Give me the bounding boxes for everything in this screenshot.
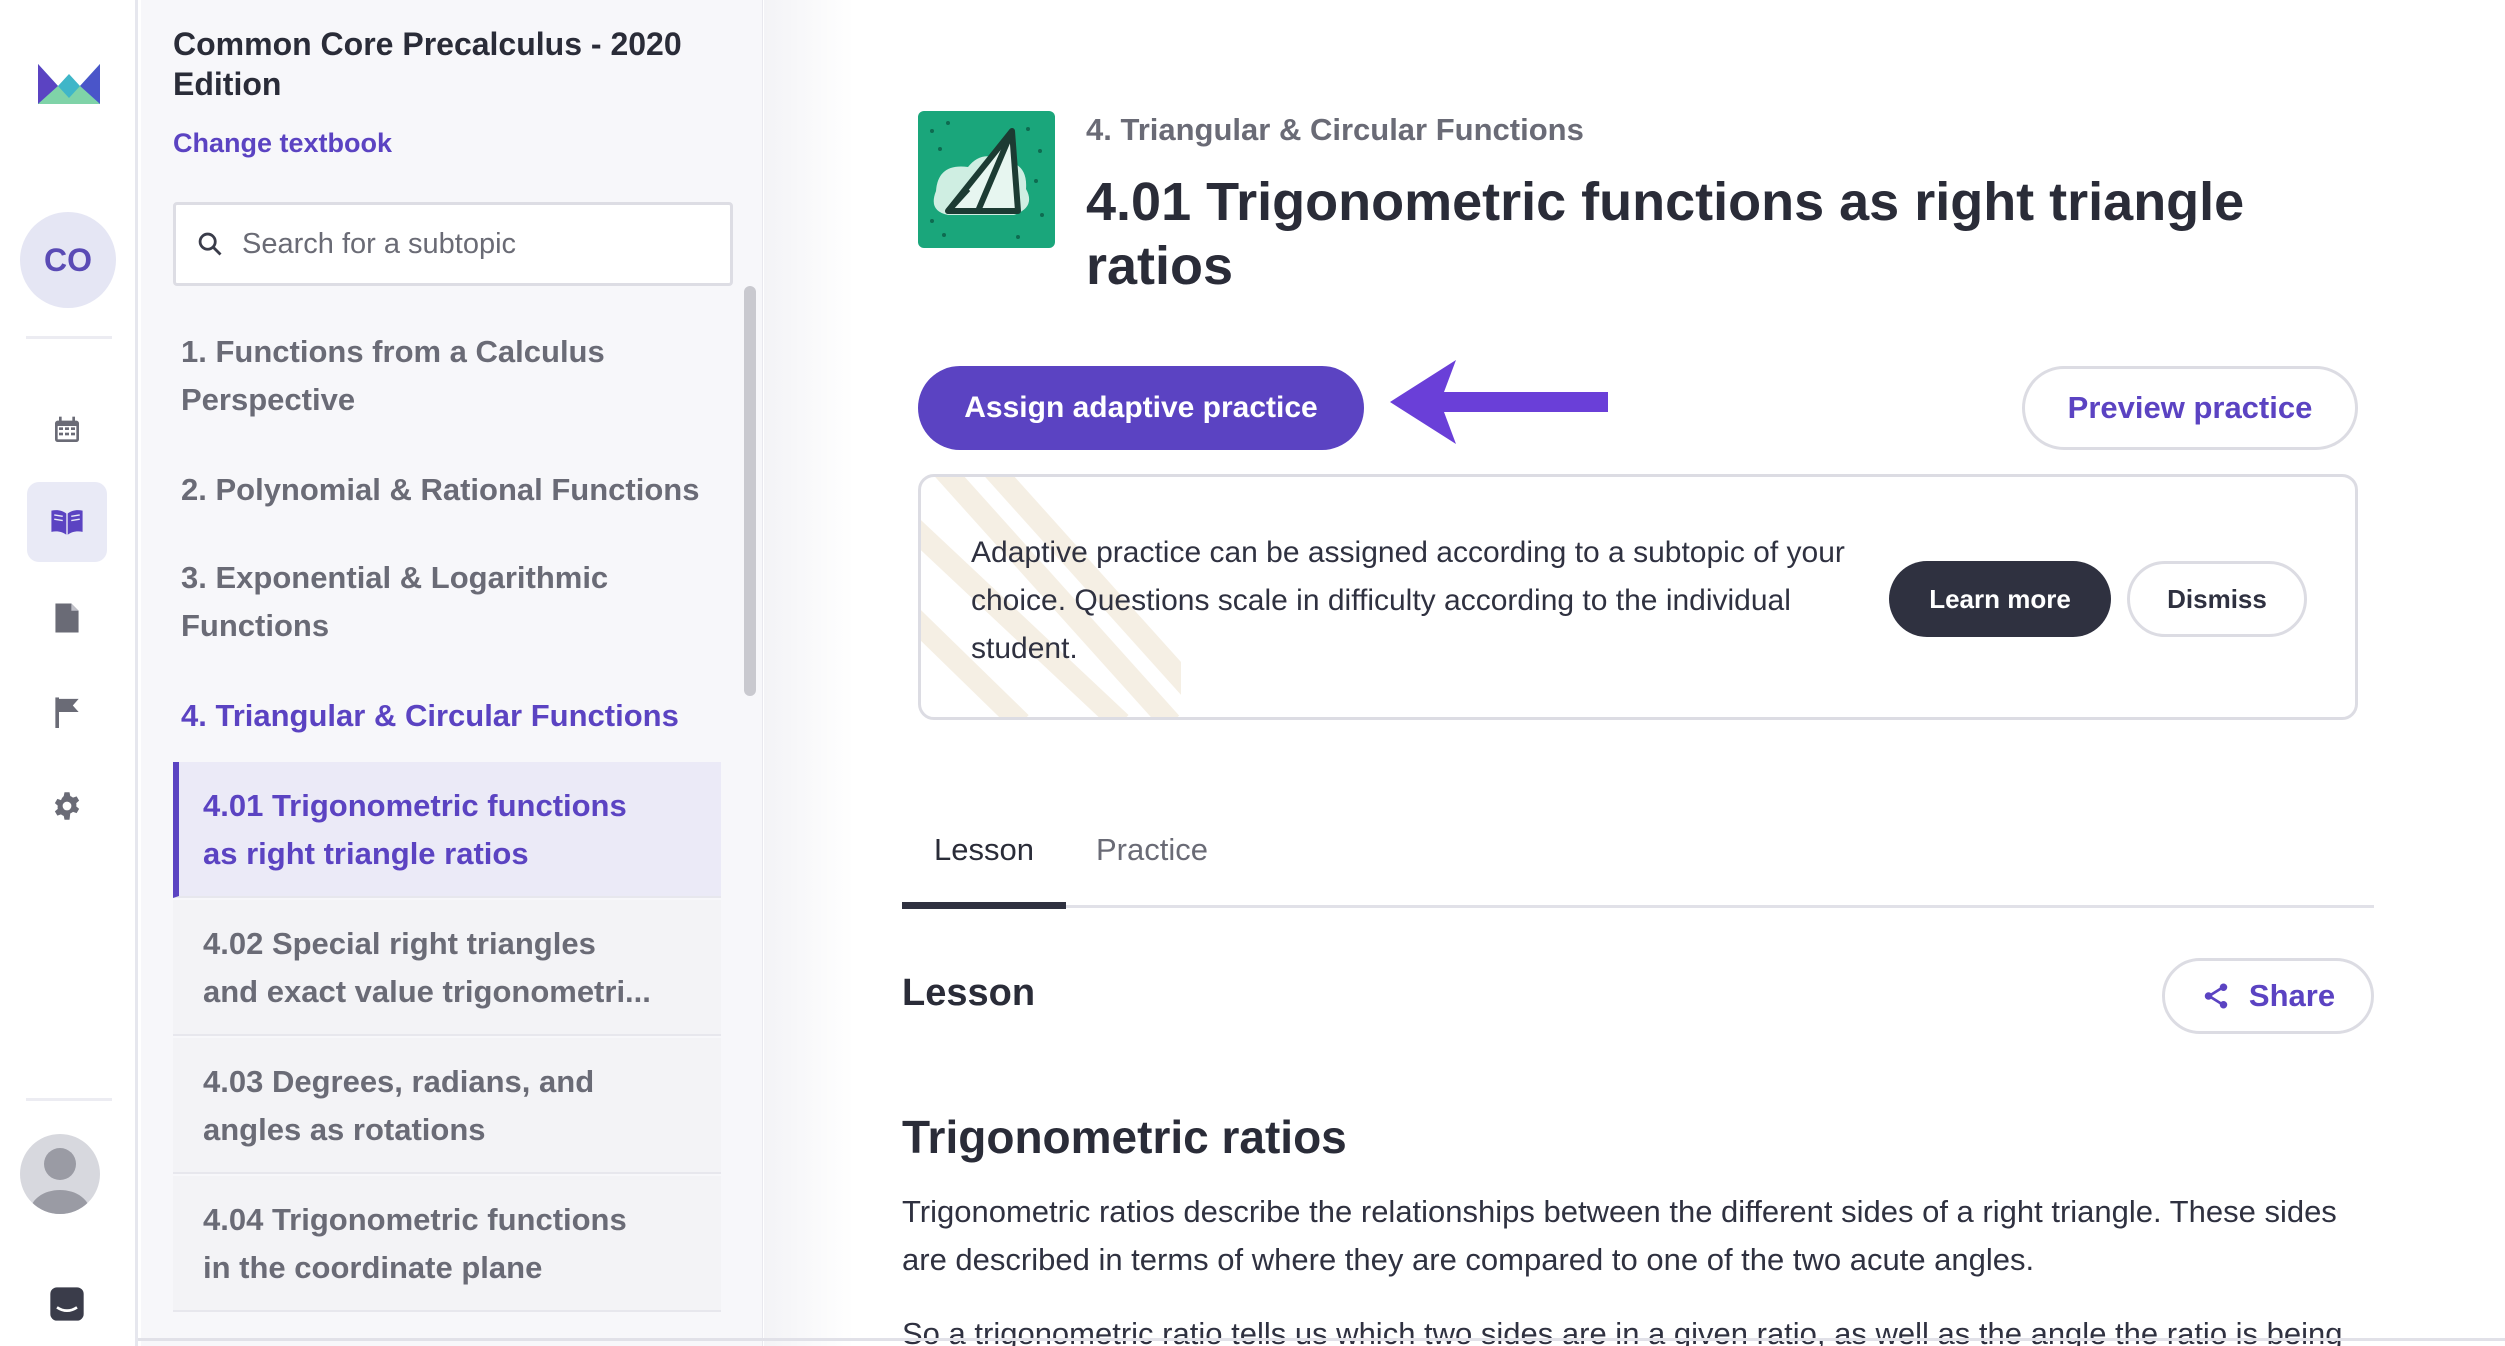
breadcrumb[interactable]: 4. Triangular & Circular Functions: [1086, 112, 1584, 147]
chapter-item[interactable]: 2. Polynomial & Rational Functions: [181, 472, 700, 507]
calendar-icon: [55, 416, 79, 442]
subtopic-label: 4.02 Special right triangles: [203, 926, 596, 961]
subtopic-item[interactable]: 4.03 Degrees, radians, and angles as rot…: [173, 1038, 721, 1174]
lesson-paragraph: So a trigonometric ratio tells us which …: [902, 1316, 2343, 1346]
chapter-item[interactable]: 1. Functions from a Calculus Perspective: [181, 334, 605, 417]
textbook-title: Common Core Precalculus - 2020 Edition: [173, 26, 682, 102]
share-label: Share: [2248, 978, 2336, 1013]
rail-divider: [26, 336, 112, 339]
subtopic-label: 4.04 Trigonometric functions: [203, 1202, 627, 1237]
chat-icon: [50, 1287, 84, 1321]
subtopic-label: as right triangle ratios: [203, 836, 529, 871]
dismiss-button[interactable]: Dismiss: [2127, 561, 2307, 637]
chat-nav[interactable]: [27, 1264, 107, 1344]
user-avatar-icon: [30, 1148, 90, 1214]
page-title: 4.01 Trigonometric functions as right tr…: [1086, 172, 2245, 296]
flag-icon: [55, 697, 79, 728]
documents-nav[interactable]: [27, 578, 107, 658]
book-open-icon: [51, 510, 83, 535]
sidebar-shadow: [764, 0, 854, 1346]
subtopic-item-active[interactable]: 4.01 Trigonometric functions as right tr…: [173, 762, 721, 898]
chapter-item-active[interactable]: 4. Triangular & Circular Functions: [181, 698, 679, 733]
search-input[interactable]: [242, 227, 702, 261]
share-button[interactable]: Share: [2162, 958, 2374, 1034]
learn-more-button[interactable]: Learn more: [1889, 561, 2111, 637]
textbook-sidebar: Common Core Precalculus - 2020 Edition C…: [141, 0, 763, 1346]
subtopic-item[interactable]: 4.02 Special right triangles and exact v…: [173, 900, 721, 1036]
assign-adaptive-practice-button[interactable]: Assign adaptive practice: [918, 366, 1364, 450]
search-icon: [198, 232, 222, 256]
subtopic-label: angles as rotations: [203, 1112, 486, 1147]
settings-nav[interactable]: [27, 766, 107, 846]
change-textbook-link[interactable]: Change textbook: [173, 128, 393, 158]
subtopic-item[interactable]: 4.04 Trigonometric functions in the coor…: [173, 1176, 721, 1312]
subtopic-label: 4.03 Degrees, radians, and: [203, 1064, 595, 1099]
triangle-illustration-icon: [930, 121, 1044, 239]
active-tab-indicator: [902, 902, 1066, 909]
sidebar-scrollbar[interactable]: [744, 286, 756, 696]
class-avatar[interactable]: CO: [20, 212, 116, 308]
tab-lesson[interactable]: Lesson: [934, 832, 1034, 867]
lesson-heading: Trigonometric ratios: [902, 1111, 1347, 1163]
info-text: Adaptive practice can be assigned accord…: [971, 536, 1845, 665]
rail-divider: [26, 1098, 112, 1101]
arrow-left-annotation-icon: [1390, 360, 1608, 444]
section-title: Lesson: [902, 972, 1036, 1014]
chapter-illustration: [918, 111, 1055, 248]
subtopic-label: in the coordinate plane: [203, 1250, 543, 1285]
subtopic-label: 4.01 Trigonometric functions: [203, 788, 627, 823]
adaptive-practice-info-card: Adaptive practice can be assigned accord…: [918, 474, 2358, 720]
user-avatar[interactable]: [20, 1134, 100, 1214]
viewport-bottom-border: [138, 1338, 2505, 1341]
decorative-stripes-icon: [921, 477, 1181, 717]
icon-rail: CO: [0, 0, 138, 1346]
textbook-nav[interactable]: [27, 482, 107, 562]
chapter-item[interactable]: 3. Exponential & Logarithmic Functions: [181, 560, 609, 643]
gear-icon: [54, 792, 80, 820]
share-icon: [2204, 983, 2228, 1009]
subtopic-search[interactable]: [173, 202, 733, 286]
document-icon: [55, 603, 79, 633]
lesson-paragraph: Trigonometric ratios describe the relati…: [902, 1194, 2337, 1277]
tab-practice[interactable]: Practice: [1096, 832, 1208, 867]
mathspace-logo-icon[interactable]: [36, 58, 102, 108]
subtopic-label: and exact value trigonometri...: [203, 974, 651, 1009]
calendar-nav[interactable]: [27, 390, 107, 470]
flags-nav[interactable]: [27, 672, 107, 752]
preview-practice-button[interactable]: Preview practice: [2022, 366, 2358, 450]
lesson-tabs: Lesson Practice: [902, 820, 2374, 909]
